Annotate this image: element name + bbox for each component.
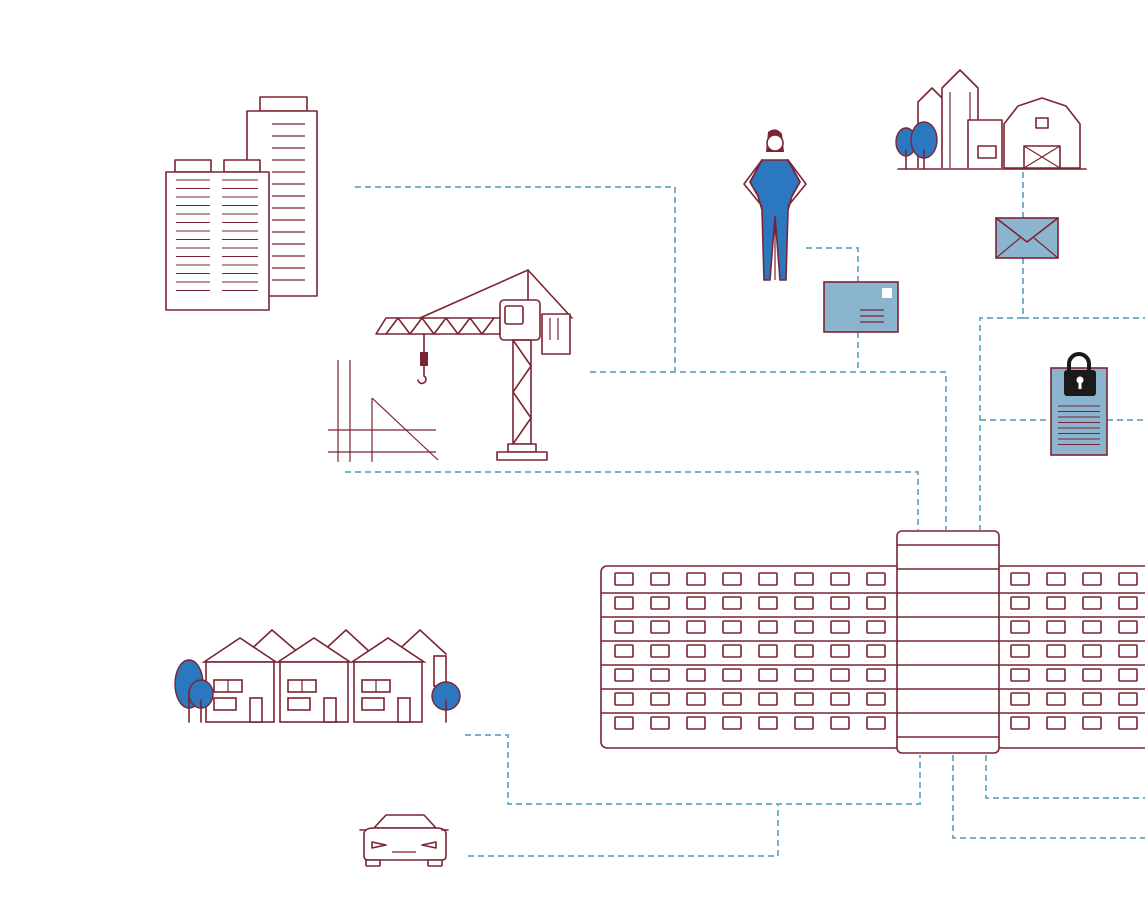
connector-townhouses-to-hub xyxy=(465,734,921,805)
construction-crane-icon xyxy=(328,269,573,462)
office-towers-icon xyxy=(165,96,318,311)
connector-hub-bottom-2 xyxy=(985,755,1145,799)
connector-office-to-hub xyxy=(355,186,947,530)
connector-lines xyxy=(345,172,1145,857)
locked-document-icon xyxy=(1050,352,1108,456)
connector-person-to-letter xyxy=(806,247,859,282)
person-icon xyxy=(743,129,807,281)
connector-site-to-hub xyxy=(345,471,919,530)
connector-envelope-to-hub xyxy=(979,258,1024,530)
central-building-icon xyxy=(600,530,1145,754)
connector-hub-bottom-1 xyxy=(952,755,1145,839)
envelope-icon xyxy=(995,217,1059,259)
farm-icon xyxy=(895,69,1087,170)
connector-car-to-hub xyxy=(468,804,779,857)
townhouses-icon xyxy=(174,629,461,723)
letter-icon xyxy=(823,281,899,333)
car-icon xyxy=(359,814,449,867)
